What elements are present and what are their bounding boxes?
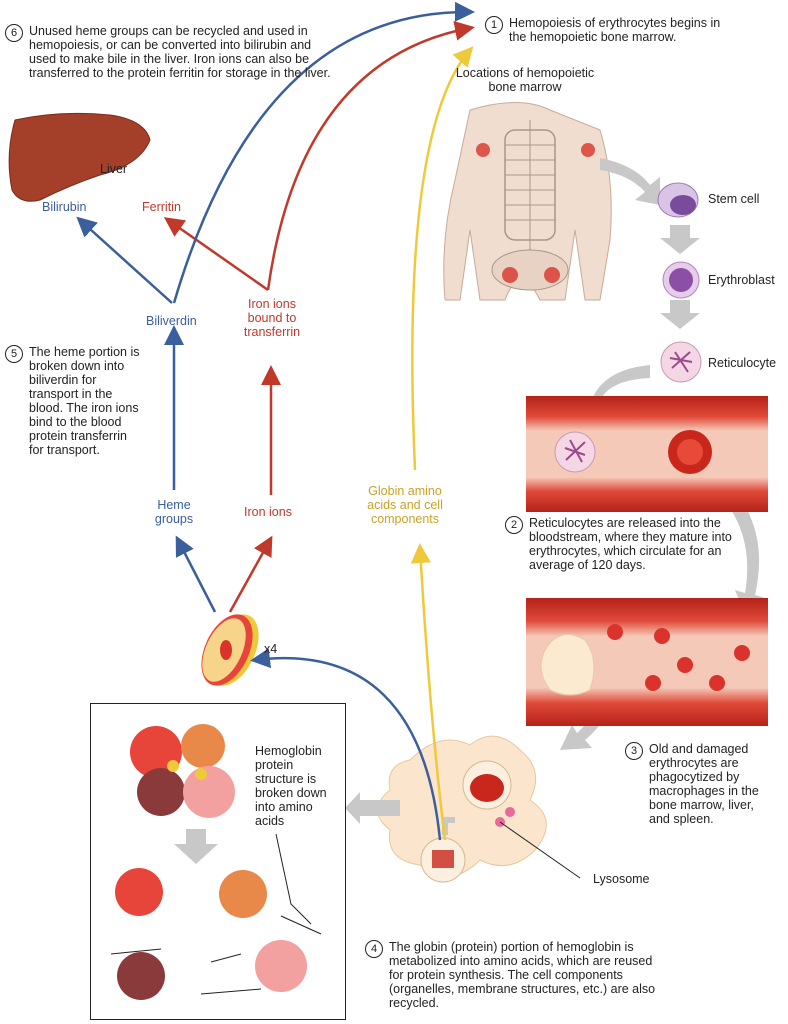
bone-marrow-label: Locations of hemopoietic bone marrow bbox=[455, 66, 595, 94]
skeleton-figure bbox=[443, 102, 612, 301]
liver-label: Liver bbox=[100, 162, 128, 176]
step-number: 4 bbox=[365, 940, 383, 958]
globin-label: Globin amino acids and cell components bbox=[367, 484, 443, 526]
step-number: 6 bbox=[5, 24, 23, 42]
step-3: 3 Old and damaged erythrocytes are phago… bbox=[625, 742, 775, 826]
ferritin-label: Ferritin bbox=[142, 200, 181, 214]
step-number: 1 bbox=[485, 16, 503, 34]
step-text: Reticulocytes are released into the bloo… bbox=[529, 516, 732, 572]
x4-label: x4 bbox=[264, 642, 278, 656]
bilirubin-label: Bilirubin bbox=[42, 200, 87, 214]
step-6: 6 Unused heme groups can be recycled and… bbox=[5, 24, 340, 80]
step-number: 3 bbox=[625, 742, 643, 760]
step-1: 1 Hemopoiesis of erythrocytes begins in … bbox=[485, 16, 735, 44]
iron-bound-label: Iron ions bound to transferrin bbox=[243, 297, 301, 339]
lysosome-label: Lysosome bbox=[593, 872, 650, 886]
step-4: 4 The globin (protein) portion of hemogl… bbox=[365, 940, 665, 1010]
step-number: 2 bbox=[505, 516, 523, 534]
step-number: 5 bbox=[5, 345, 23, 363]
iron-ions-label: Iron ions bbox=[244, 505, 292, 519]
heme-groups-label: Heme groups bbox=[154, 498, 194, 526]
biliverdin-label: Biliverdin bbox=[146, 314, 197, 328]
hemoglobin-label: Hemoglobin protein structure is broken d… bbox=[255, 744, 327, 828]
reticulocyte-label: Reticulocyte bbox=[708, 356, 777, 370]
step-text: Old and damaged erythrocytes are phagocy… bbox=[649, 742, 759, 826]
step-text: Unused heme groups can be recycled and u… bbox=[29, 24, 331, 80]
stem-cell-label: Stem cell bbox=[708, 192, 760, 206]
hemoglobin-artwork bbox=[110, 724, 322, 1000]
step-text: The heme portion is broken down into bil… bbox=[29, 345, 140, 457]
hemoglobin-box: Hemoglobin protein structure is broken d… bbox=[90, 703, 346, 1020]
erythroblast-label: Erythroblast bbox=[708, 273, 775, 287]
step-2: 2 Reticulocytes are released into the bl… bbox=[505, 516, 755, 572]
step-text: Hemopoiesis of erythrocytes begins in th… bbox=[509, 16, 721, 44]
step-5: 5 The heme portion is broken down into b… bbox=[5, 345, 140, 457]
step-text: The globin (protein) portion of hemoglob… bbox=[389, 940, 656, 1010]
